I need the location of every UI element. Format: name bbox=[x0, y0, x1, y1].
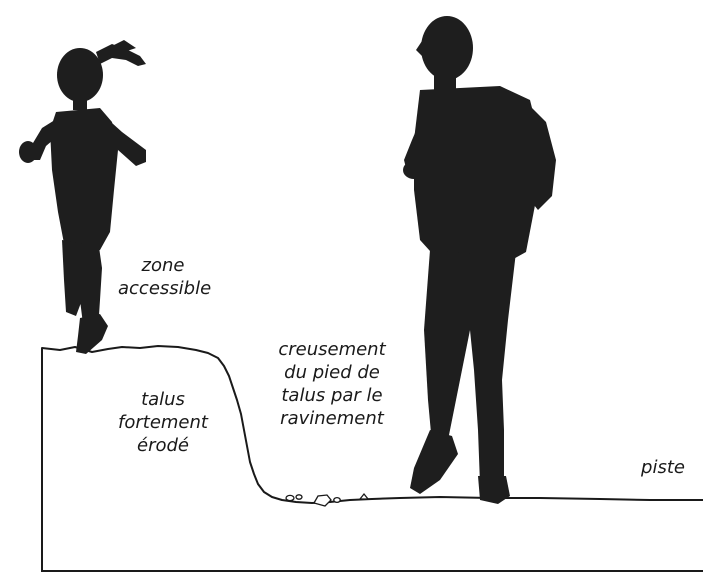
label-piste: piste bbox=[641, 457, 685, 478]
terrain-profile bbox=[41, 345, 703, 572]
adult-silhouette bbox=[403, 16, 556, 504]
label-zone-accessible: zone accessible bbox=[118, 255, 212, 299]
label-talus-erode: talus fortement érodé bbox=[118, 389, 208, 456]
label-creusement: creusement du pied de talus par le ravin… bbox=[278, 339, 386, 429]
child-silhouette bbox=[19, 40, 146, 354]
rubble-stones bbox=[285, 492, 370, 507]
